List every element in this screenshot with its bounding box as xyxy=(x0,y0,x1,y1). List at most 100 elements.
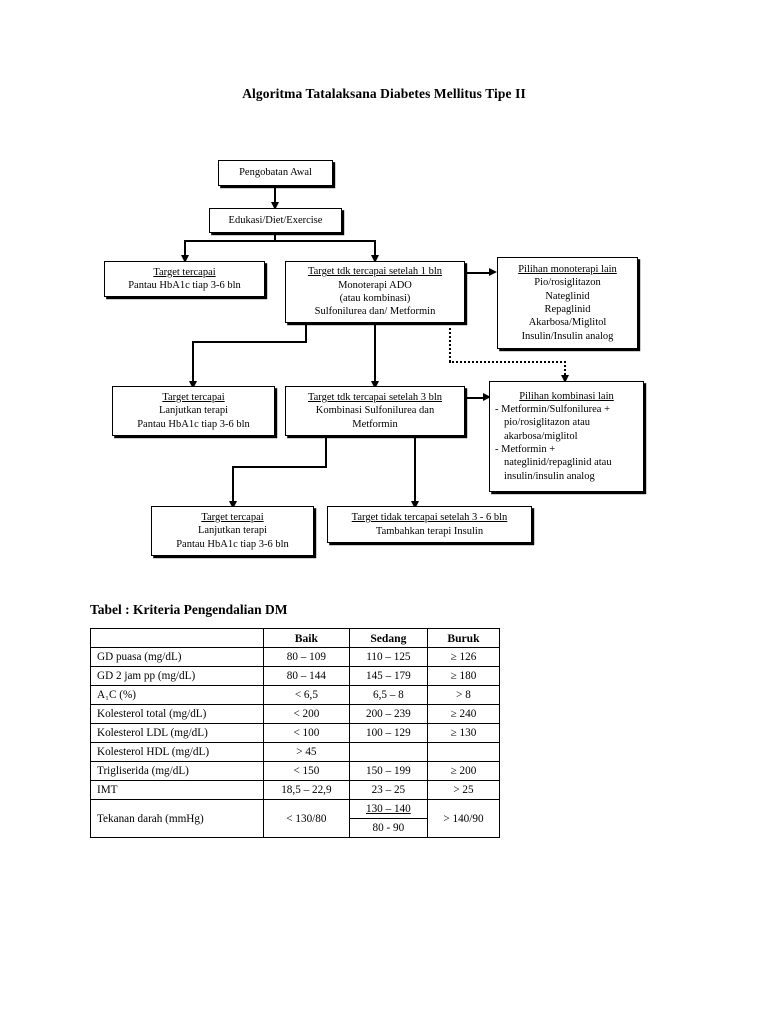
flow-node-education: Edukasi/Diet/Exercise xyxy=(209,208,342,233)
table-cell-sedang-numerator: 130 – 140 xyxy=(365,803,411,815)
flow-node-other-mono-heading: Pilihan monoterapi lain xyxy=(518,263,617,275)
table-row: Trigliserida (mg/dL) < 150 150 – 199 ≥ 2… xyxy=(90,761,501,781)
connector-to-target-reached-3 xyxy=(232,466,234,505)
table-row: A₁C (%) < 6,5 6,5 – 8 > 8 xyxy=(90,685,501,705)
connector-to-target-reached-2 xyxy=(192,341,194,385)
arrow-to-not-reached-36mo xyxy=(410,501,419,509)
connector-education-stem xyxy=(274,233,276,242)
flow-node-other-mono-line6: Insulin/Insulin analog xyxy=(521,330,614,342)
flow-node-start: Pengobatan Awal xyxy=(218,160,333,186)
flow-node-education-label: Edukasi/Diet/Exercise xyxy=(228,214,323,226)
flow-node-other-combo-heading: Pilihan kombinasi lain xyxy=(519,390,614,402)
table-row: Kolesterol total (mg/dL) < 200 200 – 239… xyxy=(90,704,501,724)
flow-node-other-combo-b2-l2: nateglinid/repaglinid atau xyxy=(504,457,612,469)
table-cell-buruk: ≥ 130 xyxy=(426,723,501,743)
flow-node-not-reached-36mo-heading: Target tidak tercapai setelah 3 - 6 bln xyxy=(351,512,508,524)
table-cell-baik: < 150 xyxy=(263,761,350,781)
dotted-connector-to-othercombo xyxy=(564,361,566,379)
table-row-continuation: 80 - 90 xyxy=(91,818,500,838)
bullet-marker-2: - xyxy=(495,444,499,456)
flow-node-target-reached-1: Target tercapai Pantau HbA1c tiap 3-6 bl… xyxy=(104,261,265,297)
flow-node-target-reached-1-heading: Target tercapai xyxy=(153,266,216,278)
connector-education-to-mid xyxy=(374,240,376,257)
connector-education-to-left xyxy=(184,240,186,257)
table-row: IMT 18,5 – 22,9 23 – 25 > 25 xyxy=(90,780,501,800)
flow-node-not-reached-3mo-line3: Metformin xyxy=(352,418,398,430)
table-cell-sedang xyxy=(348,742,428,762)
connector-notreached3-stem xyxy=(414,436,416,505)
arrow-to-target-reached-3 xyxy=(228,501,237,509)
flow-node-other-mono-line4: Repaglinid xyxy=(544,304,591,315)
arrow-to-target-reached-2 xyxy=(188,381,197,389)
table-cell-buruk: ≥ 240 xyxy=(426,704,501,724)
table-cell-baik: 18,5 – 22,9 xyxy=(263,780,350,800)
flow-node-not-reached-1mo-line4: Sulfonilurea dan/ Metformin xyxy=(314,306,436,318)
table-header-baik: Baik xyxy=(263,628,350,648)
table-cell-label: GD puasa (mg/dL) xyxy=(90,647,264,667)
flow-node-other-combo-bullet-1: - Metformin/Sulfonilurea + xyxy=(495,403,638,416)
arrow-education-to-notreached1 xyxy=(370,255,379,263)
table-cell-buruk: ≥ 180 xyxy=(426,666,501,686)
connector-notreached3-left-stem xyxy=(325,436,327,468)
flow-node-other-combo-b1-l3: akarbosa/miglitol xyxy=(504,430,578,442)
dotted-connector-notreached1-right xyxy=(449,361,566,363)
table-row: Kolesterol HDL (mg/dL) > 45 xyxy=(90,742,501,762)
table-cell-baik: < 6,5 xyxy=(263,685,350,705)
table-heading: Tabel : Kriteria Pengendalian DM xyxy=(90,602,288,617)
flow-node-other-mono-line3: Nateglinid xyxy=(545,290,590,302)
table-cell-sedang: 100 – 129 xyxy=(348,723,428,743)
flow-node-target-reached-2: Target tercapai Lanjutkan terapi Pantau … xyxy=(112,386,275,436)
table-cell-sedang: 145 – 179 xyxy=(348,666,428,686)
flow-node-not-reached-36mo-line2: Tambahkan terapi Insulin xyxy=(375,525,484,537)
flow-node-target-reached-2-line3: Pantau HbA1c tiap 3-6 bln xyxy=(137,418,250,430)
table-cell-baik: < 200 xyxy=(263,704,350,724)
arrow-dotted-to-othercombo xyxy=(560,375,569,383)
connector-start-to-education xyxy=(274,186,276,204)
table-cell-sedang: 130 – 140 xyxy=(348,799,428,819)
flow-node-other-combo-bullet-2: - Metformin + xyxy=(495,443,638,456)
flow-node-other-combo: Pilihan kombinasi lain - Metformin/Sulfo… xyxy=(489,381,644,492)
flow-node-target-reached-3-line3: Pantau HbA1c tiap 3-6 bln xyxy=(176,538,289,550)
flow-node-other-mono: Pilihan monoterapi lain Pio/rosiglitazon… xyxy=(497,257,638,349)
flow-node-target-reached-3-line2: Lanjutkan terapi xyxy=(197,525,268,537)
table-cell-buruk: > 8 xyxy=(426,685,501,705)
bullet-marker-1: - xyxy=(495,404,499,416)
table-cell-label: Kolesterol LDL (mg/dL) xyxy=(90,723,264,743)
table-cell-buruk: ≥ 126 xyxy=(426,647,501,667)
flow-node-target-reached-3: Target tercapai Lanjutkan terapi Pantau … xyxy=(151,506,314,556)
table-cell-sedang: 110 – 125 xyxy=(348,647,428,667)
flow-node-other-mono-line2: Pio/rosiglitazon xyxy=(534,277,601,289)
flow-node-start-label: Pengobatan Awal xyxy=(239,167,312,179)
table-header-sedang: Sedang xyxy=(348,628,428,648)
connector-notreached1-left-run xyxy=(192,341,307,343)
table-cell-baik: < 100 xyxy=(263,723,350,743)
table-cell-label: IMT xyxy=(90,780,264,800)
table-cell-label: A₁C (%) xyxy=(90,685,264,705)
table-cell-label: Kolesterol total (mg/dL) xyxy=(90,704,264,724)
arrow-education-to-target1 xyxy=(180,255,189,263)
arrow-notreached3-to-othercombo xyxy=(483,393,491,401)
table-cell-buruk: ≥ 200 xyxy=(426,761,501,781)
table-cell-label: Tekanan darah (mmHg) xyxy=(90,799,264,838)
table-row: GD 2 jam pp (mg/dL) 80 – 144 145 – 179 ≥… xyxy=(90,666,501,686)
table-cell-baik: < 130/80 xyxy=(263,799,350,838)
table-cell-buruk: > 140/90 xyxy=(426,799,501,838)
table-cell-label: Kolesterol HDL (mg/dL) xyxy=(90,742,264,762)
flow-node-not-reached-36mo: Target tidak tercapai setelah 3 - 6 bln … xyxy=(327,506,532,543)
table-cell-sedang-denominator: 80 - 90 xyxy=(348,818,428,838)
table-cell-buruk: > 25 xyxy=(426,780,501,800)
table-cell-sedang: 23 – 25 xyxy=(348,780,428,800)
flow-node-not-reached-3mo-heading: Target tdk tercapai setelah 3 bln xyxy=(307,391,443,403)
table-header-buruk: Buruk xyxy=(426,628,501,648)
table-header-blank xyxy=(90,628,264,648)
arrow-start-to-education xyxy=(270,202,279,210)
connector-notreached3-to-othercombo xyxy=(465,397,483,399)
table-header-row: Baik Sedang Buruk xyxy=(90,628,501,648)
table-row: GD puasa (mg/dL) 80 – 109 110 – 125 ≥ 12… xyxy=(90,647,501,667)
connector-education-split-bar xyxy=(184,240,375,242)
arrow-notreached1-to-notreached3mo xyxy=(370,381,379,389)
connector-notreached1-to-othermono xyxy=(465,272,489,274)
table-row: Tekanan darah (mmHg) < 130/80 130 – 140 … xyxy=(90,799,501,838)
connector-notreached3-left-run xyxy=(232,466,327,468)
